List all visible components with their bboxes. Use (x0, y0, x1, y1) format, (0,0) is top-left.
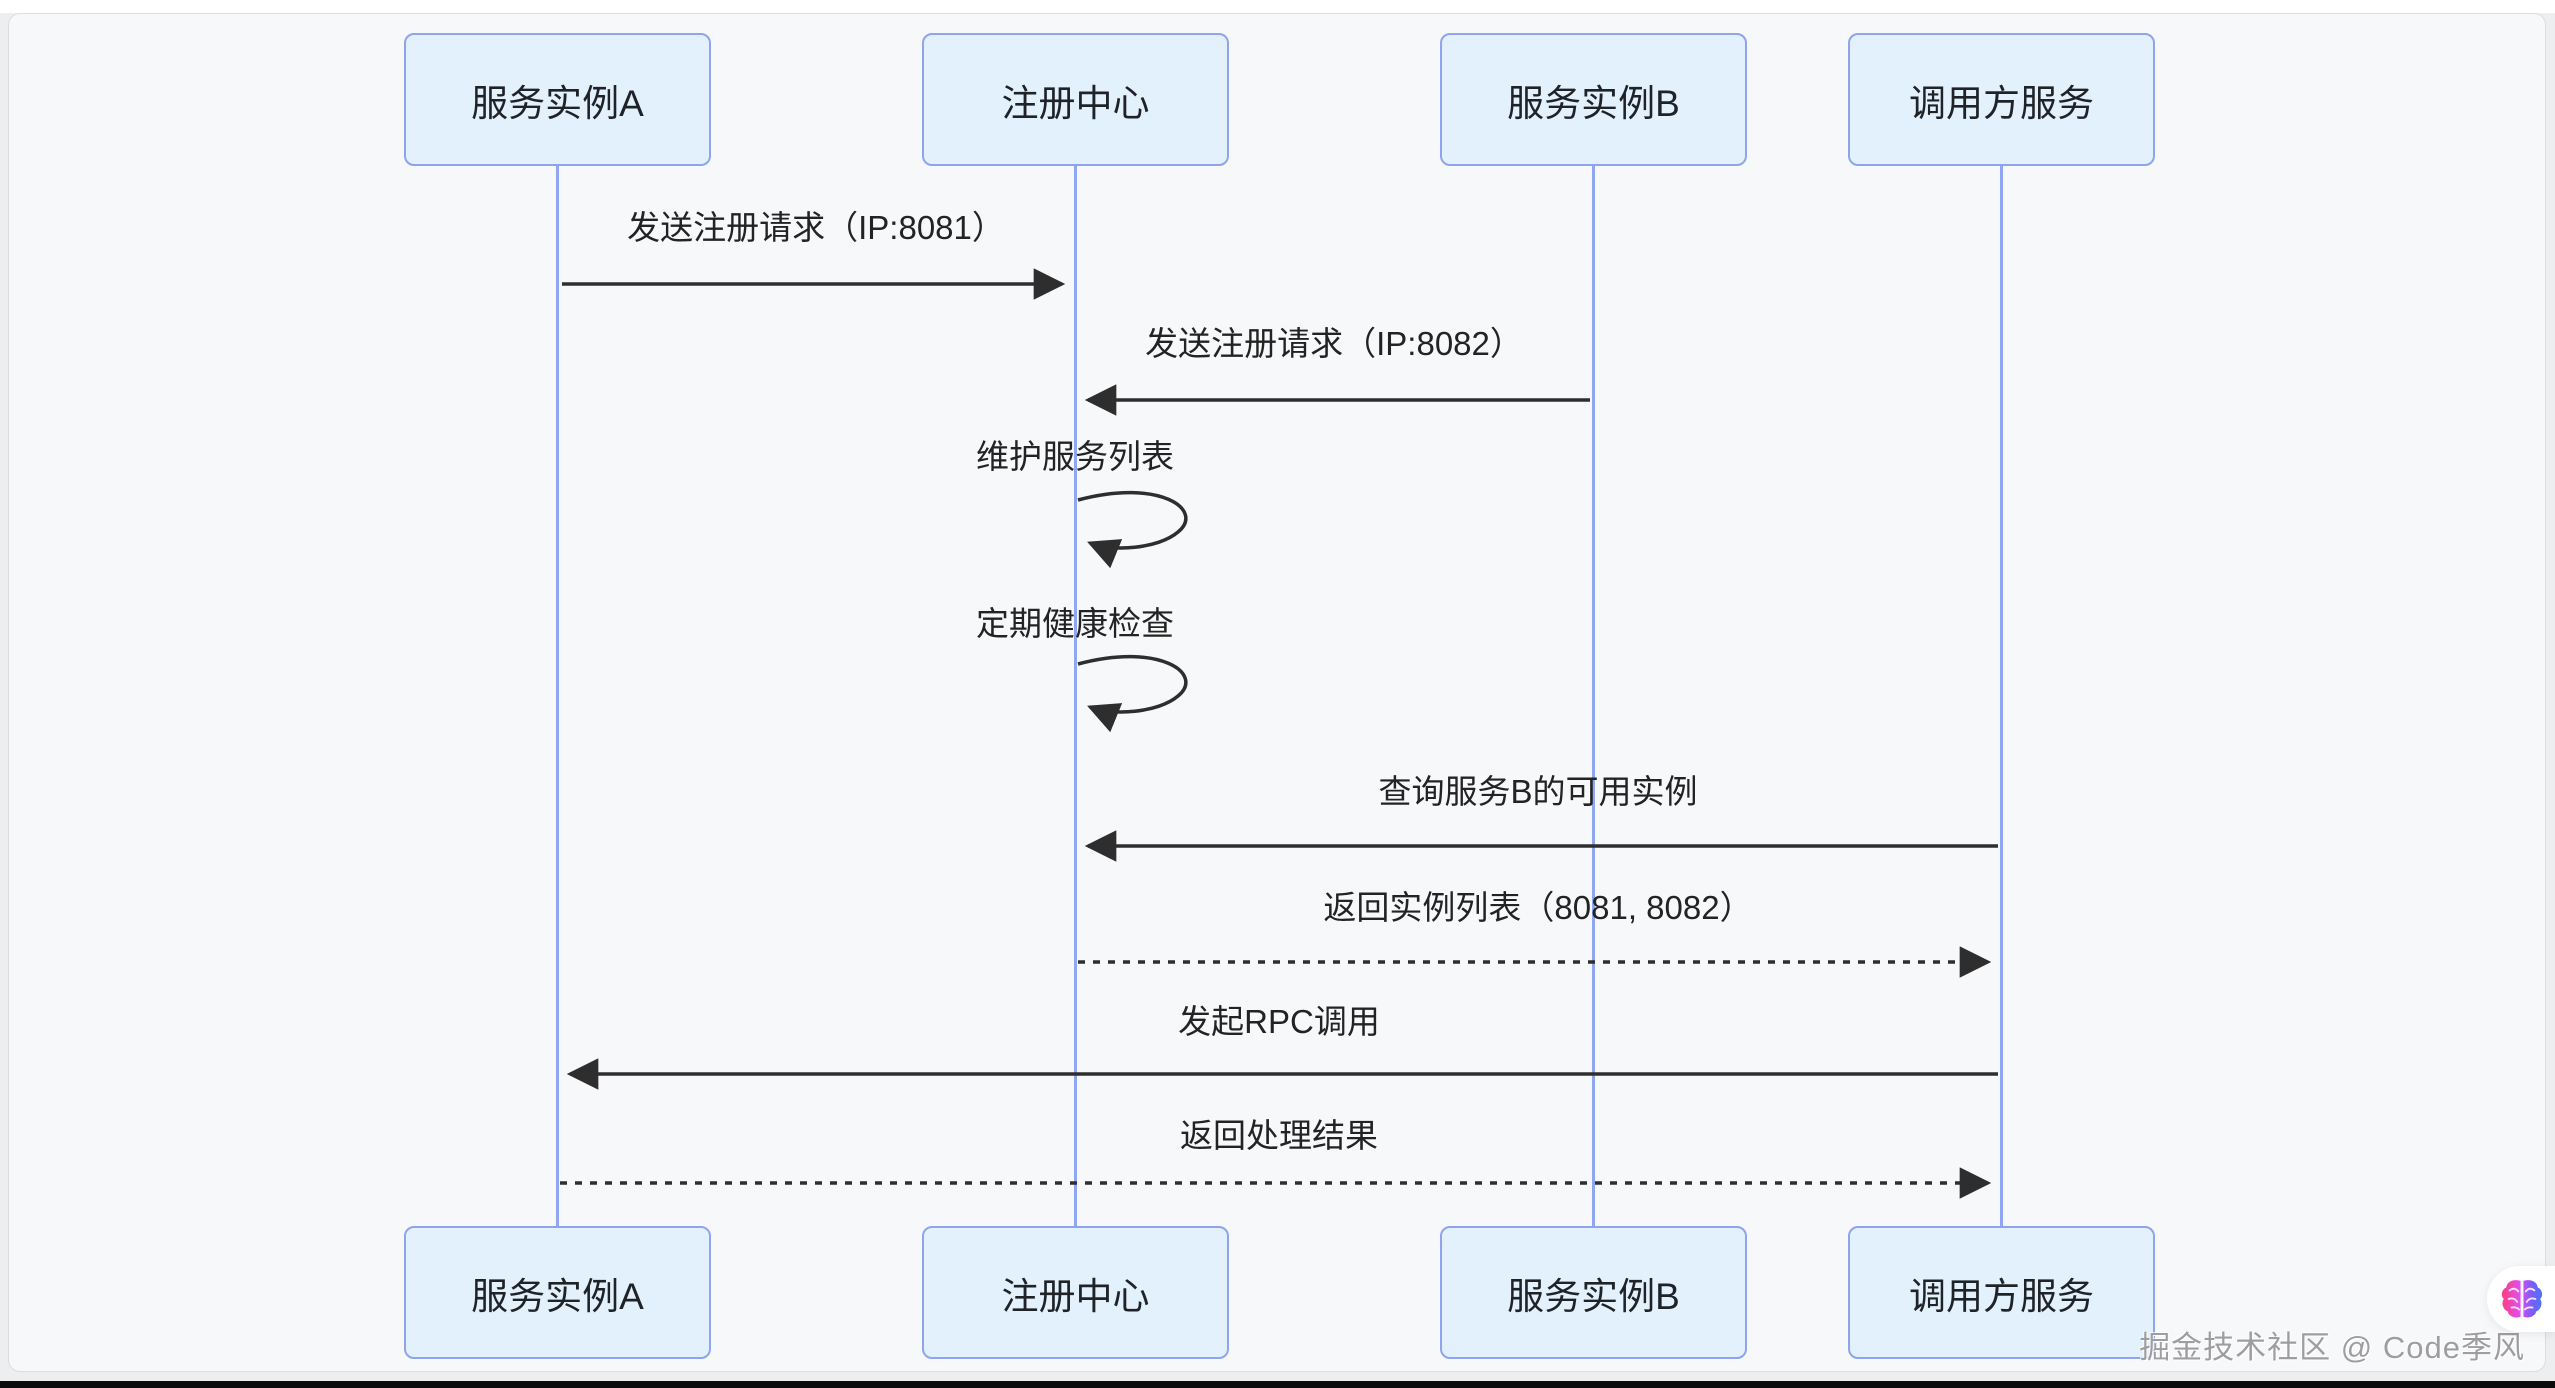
message-label-register-b: 发送注册请求（IP:8082） (1145, 325, 1523, 362)
actor-label: 服务实例A (471, 1275, 644, 1317)
actor-bottom-service-instance-b: 服务实例B (1440, 1226, 1747, 1359)
message-label-maintain-list: 维护服务列表 (976, 438, 1174, 475)
bottom-edge-strip (0, 1381, 2555, 1388)
actor-label: 服务实例A (471, 82, 644, 124)
actor-top-service-instance-a: 服务实例A (404, 33, 711, 166)
message-label-health-check: 定期健康检查 (976, 605, 1174, 642)
actor-top-service-instance-b: 服务实例B (1440, 33, 1747, 166)
brand-badge (2487, 1266, 2555, 1332)
actor-label: 注册中心 (1001, 82, 1150, 124)
message-label-register-a: 发送注册请求（IP:8081） (627, 209, 1005, 246)
actor-top-caller-service: 调用方服务 (1848, 33, 2155, 166)
watermark-text: 掘金技术社区 @ Code季风 (2139, 1330, 2525, 1365)
actor-top-registry-center: 注册中心 (922, 33, 1229, 166)
lifeline-caller-service (2000, 166, 2003, 1226)
actor-label: 调用方服务 (1909, 1275, 2094, 1317)
diagram-canvas (8, 13, 2546, 1372)
actor-label: 服务实例B (1507, 1275, 1680, 1317)
actor-bottom-caller-service: 调用方服务 (1848, 1226, 2155, 1359)
lifeline-registry-center (1074, 166, 1077, 1226)
message-label-return-instance-list: 返回实例列表（8081, 8082） (1323, 889, 1753, 926)
actor-bottom-registry-center: 注册中心 (922, 1226, 1229, 1359)
top-strip (0, 0, 2555, 13)
brain-icon (2501, 1280, 2543, 1318)
actor-label: 服务实例B (1507, 82, 1680, 124)
message-label-return-result: 返回处理结果 (1180, 1117, 1378, 1154)
actor-label: 注册中心 (1001, 1275, 1150, 1317)
lifeline-service-instance-b (1592, 166, 1595, 1226)
lifeline-service-instance-a (556, 166, 559, 1226)
message-label-rpc-call: 发起RPC调用 (1178, 1003, 1380, 1040)
message-label-query-instances: 查询服务B的可用实例 (1378, 773, 1698, 810)
actor-bottom-service-instance-a: 服务实例A (404, 1226, 711, 1359)
actor-label: 调用方服务 (1909, 82, 2094, 124)
